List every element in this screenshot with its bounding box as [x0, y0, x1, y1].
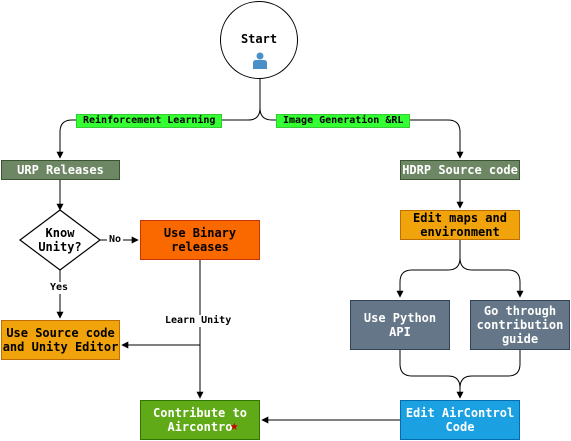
contribution-guide-node: Go through contribution guide [470, 300, 570, 350]
contribute-node: Contribute to Aircontro [140, 400, 260, 440]
user-icon [253, 52, 267, 69]
branch-label-image-generation: Image Generation &RL [276, 114, 411, 128]
start-label: Start [240, 32, 278, 46]
know-unity-diamond [19, 209, 101, 271]
hdrp-source-node: HDRP Source code [400, 160, 520, 180]
know-unity-label: Know Unity? [38, 226, 82, 254]
edit-aircontrol-node: Edit AirControl Code [400, 400, 520, 440]
branch-label-reinforcement: Reinforcement Learning [76, 114, 223, 128]
edge-label-yes: Yes [48, 282, 71, 294]
edge-label-no: No [107, 234, 124, 246]
edit-maps-node: Edit maps and environment [400, 210, 520, 240]
binary-releases-node: Use Binary releases [140, 220, 260, 260]
start-node: Start [220, 1, 298, 79]
star-icon: ★ [230, 418, 239, 434]
source-editor-node: Use Source code and Unity Editor [1, 320, 120, 360]
python-api-node: Use Python API [350, 300, 450, 350]
urp-releases-node: URP Releases [1, 160, 120, 180]
edge-label-learn-unity: Learn Unity [163, 315, 234, 327]
